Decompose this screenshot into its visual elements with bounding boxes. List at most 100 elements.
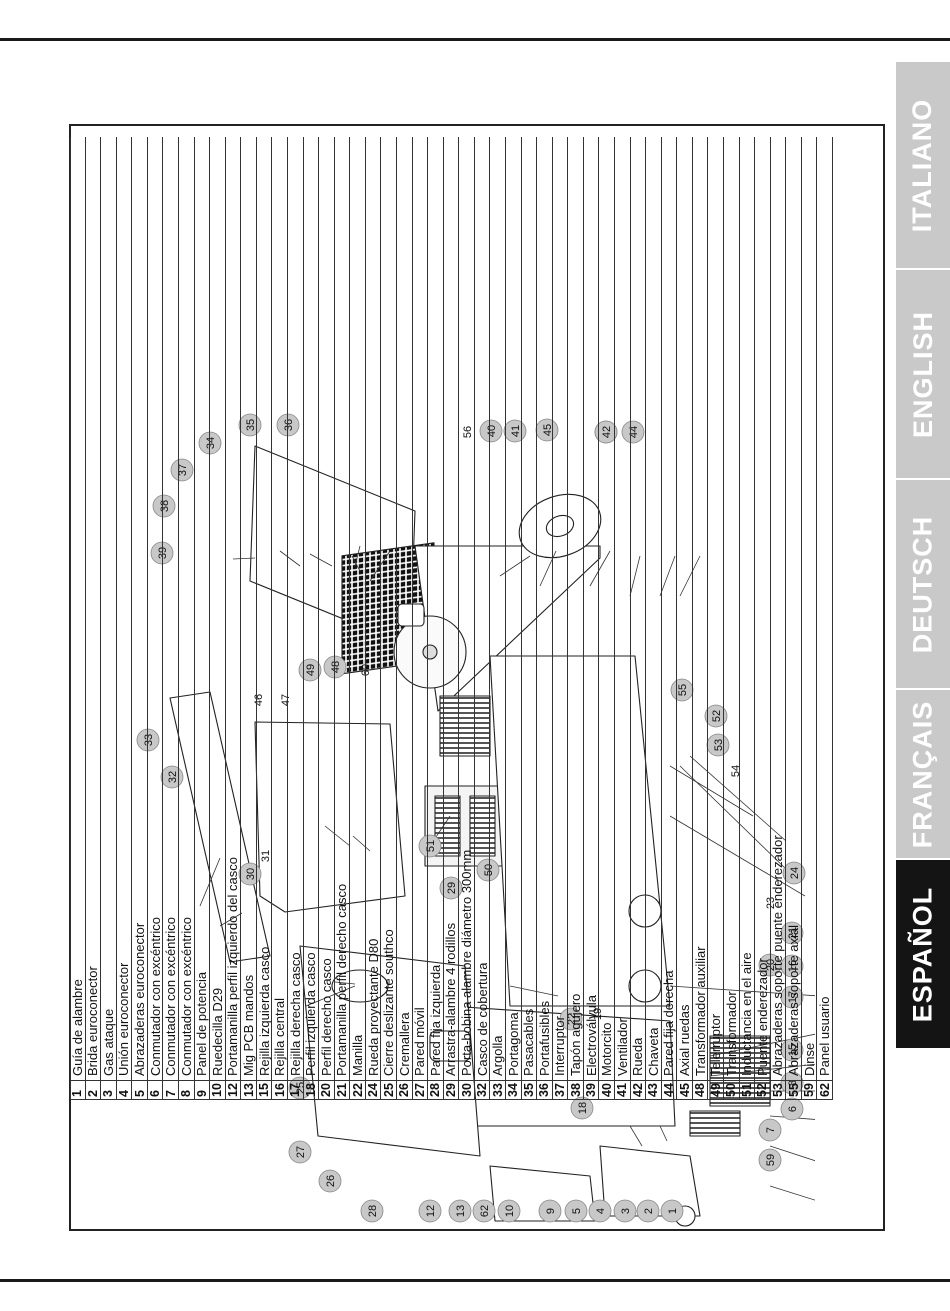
callout-label: 3: [620, 1208, 632, 1214]
callout-bubble: [439, 876, 463, 900]
callout-label: 41: [510, 425, 522, 437]
callout-label: 30: [245, 868, 257, 880]
callout-label: 5: [571, 1208, 583, 1214]
wire-feeder-29: [429, 1030, 471, 1062]
callout-bubble: [479, 419, 503, 443]
callout-label: 54: [730, 765, 742, 777]
callout-bubble: [150, 541, 174, 565]
callout-bubble: [704, 704, 728, 728]
callout-label: 52: [711, 710, 723, 722]
callout-bubble: [559, 1007, 583, 1031]
callout-label: 34: [205, 437, 217, 449]
callout-bubble: [780, 921, 804, 945]
callout-label: 21: [787, 927, 799, 939]
top-rule: [0, 38, 950, 41]
callout-label: 35: [245, 419, 257, 431]
front-grille-17: [709, 1035, 771, 1107]
callout-label: 16: [787, 960, 799, 972]
callout-bubble: [288, 1140, 312, 1164]
callout-bubble: [448, 1199, 472, 1223]
tab-deutsch[interactable]: DEUTSCH: [896, 480, 950, 690]
callout-label: 22: [566, 1013, 578, 1025]
callout-label: 53: [713, 739, 725, 751]
callout-label: 7: [765, 1127, 777, 1133]
callout-label: 39: [157, 547, 169, 559]
callout-label: 28: [367, 1205, 379, 1217]
callout-label: 1: [667, 1208, 679, 1214]
front-grille-16: [689, 1110, 741, 1137]
callout-label: 19: [592, 1008, 604, 1020]
callout-bubble: [706, 733, 730, 757]
callout-label: 32: [167, 771, 179, 783]
callout-bubble: [780, 1071, 804, 1095]
callout-label: 24: [789, 867, 801, 879]
top-cover-32: [169, 691, 271, 963]
power-panel-9: [599, 1145, 701, 1217]
base-plate-54: [489, 655, 671, 1007]
castor-24b: [628, 969, 662, 1003]
callout-label: 50: [483, 864, 495, 876]
callout-label: 48: [330, 661, 342, 673]
callout-label: 60: [360, 664, 372, 676]
callout-bubble: [570, 1096, 594, 1120]
callout-bubble: [418, 834, 442, 858]
mid-panel-46: [254, 721, 406, 913]
callout-bubble: [298, 658, 322, 682]
callout-bubble: [160, 765, 184, 789]
callout-bubble: [318, 1169, 342, 1193]
castor-24a: [628, 894, 662, 928]
callout-label: 13: [455, 1205, 467, 1217]
exploded-diagram: 3536343738395640414543424446474948605552…: [136, 413, 815, 1227]
drawing-frame: [69, 124, 885, 1231]
spool-holder-30: [331, 969, 389, 1003]
callout-label: 18: [577, 1102, 589, 1114]
callout-bubble: [660, 1199, 684, 1223]
tab-italiano[interactable]: ITALIANO: [896, 62, 950, 270]
callout-bubble: [670, 678, 694, 702]
callout-bubble: [503, 419, 527, 443]
callout-label: 12: [425, 1205, 437, 1217]
tab-english[interactable]: ENGLISH: [896, 270, 950, 480]
bottom-rule: [0, 1279, 950, 1282]
callout-bubble: [613, 1199, 637, 1223]
callout-bubble: [758, 1118, 782, 1142]
wheel-45-hub: [545, 514, 575, 538]
callout-label: 51: [425, 840, 437, 852]
callout-label: 56: [462, 426, 474, 438]
callout-label: 37: [177, 464, 189, 476]
callout-bubble: [782, 861, 806, 885]
callout-label: 10: [504, 1205, 516, 1217]
tab-label: ITALIANO: [907, 98, 938, 232]
callout-bubble: [564, 1199, 588, 1223]
tab-label: FRANÇAIS: [907, 700, 938, 848]
callout-label: 6: [787, 1106, 799, 1112]
callout-label: 40: [486, 425, 498, 437]
callout-bubble: [621, 420, 645, 444]
callout-label: 31: [260, 850, 272, 862]
callout-bubble: [288, 1076, 312, 1100]
tab-espanol[interactable]: ESPAÑOL: [896, 860, 950, 1050]
callout-bubble: [418, 1199, 442, 1223]
callout-label: 27: [295, 1146, 307, 1158]
callout-bubble: [476, 858, 500, 882]
callout-label: 33: [143, 734, 155, 746]
callout-label: 38: [159, 500, 171, 512]
callout-label: 17: [787, 991, 799, 1003]
callout-bubble: [538, 1199, 562, 1223]
callout-label: 23: [765, 897, 777, 909]
callout-bubble: [360, 1199, 384, 1223]
callout-label: 55: [677, 684, 689, 696]
callout-bubble: [588, 1199, 612, 1223]
callout-label: 36: [283, 419, 295, 431]
callout-bubble: [276, 413, 300, 437]
callout-label: 25: [295, 1082, 307, 1094]
callout-label: 44: [628, 426, 640, 438]
callout-bubble: [238, 413, 262, 437]
callout-bubble: [238, 862, 262, 886]
callout-label: 4: [595, 1208, 607, 1214]
callout-bubble: [535, 418, 559, 442]
callout-bubble: [170, 458, 194, 482]
callout-label: 2: [643, 1208, 655, 1214]
tab-francais[interactable]: FRANÇAIS: [896, 690, 950, 860]
